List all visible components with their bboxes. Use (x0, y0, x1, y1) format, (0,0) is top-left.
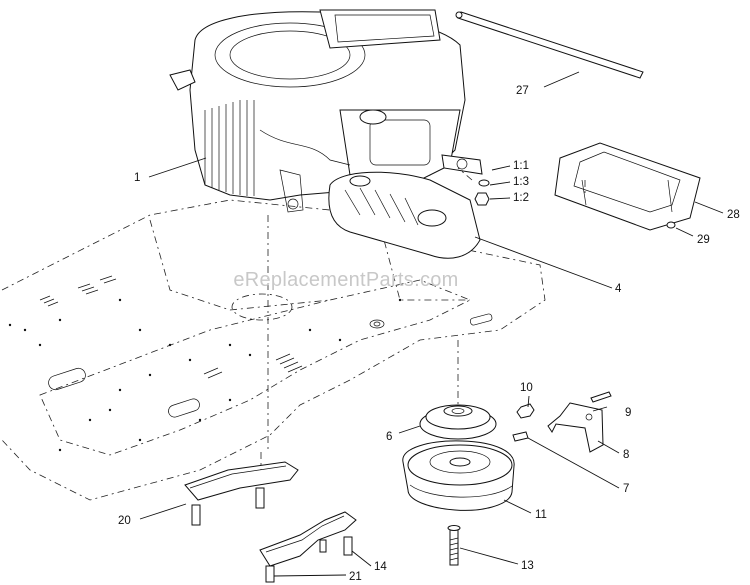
callout-6: 6 (386, 431, 392, 443)
key-part-7 (512, 431, 529, 442)
pto-clutch-part-11 (402, 440, 515, 511)
callout-21: 21 (349, 571, 362, 583)
engine-assembly (169, 9, 466, 213)
callout-13: 13 (521, 560, 534, 572)
callout-28: 28 (727, 209, 740, 221)
callout-27: 27 (516, 85, 529, 97)
washer-part-1-3 (478, 179, 490, 187)
callout-1: 1 (134, 172, 140, 184)
callout-labels: 1 27 1:1 1:3 1:2 28 29 4 10 9 6 8 7 11 2… (118, 85, 740, 583)
callout-4: 4 (615, 283, 622, 295)
bracket-part-8 (547, 402, 604, 453)
watermark-text: eReplacementParts.com (233, 269, 458, 291)
bolt-part-9 (590, 391, 612, 403)
callout-29: 29 (697, 234, 710, 246)
callout-8: 8 (623, 449, 629, 461)
pulley-part-6 (419, 404, 497, 440)
bracket-part-20 (184, 461, 299, 526)
callout-1-1: 1:1 (513, 160, 529, 172)
callout-10: 10 (520, 382, 533, 394)
callout-14: 14 (374, 561, 387, 573)
spacer-part-10 (516, 403, 535, 419)
deck-holes (8, 298, 402, 452)
callout-20: 20 (118, 515, 131, 527)
leader-lines (139, 71, 724, 577)
exhaust-gasket-part-1-1 (441, 154, 483, 175)
callout-1-2: 1:2 (513, 192, 529, 204)
bolt-part-13 (447, 525, 461, 566)
callout-11: 11 (535, 509, 547, 521)
rod-part-27 (455, 11, 644, 79)
nut-part-1-2 (474, 192, 490, 206)
muffler-part-4 (328, 171, 481, 259)
callout-7: 7 (623, 483, 629, 495)
bracket-part-21 (259, 511, 357, 583)
mower-deck (1, 199, 546, 501)
alignment-lines (260, 167, 586, 470)
screw-part-29 (666, 221, 676, 229)
callout-1-3: 1:3 (513, 176, 529, 188)
callout-9: 9 (625, 407, 631, 419)
deck-vent-slots (39, 275, 303, 379)
shield-plate-part-28 (554, 142, 701, 231)
